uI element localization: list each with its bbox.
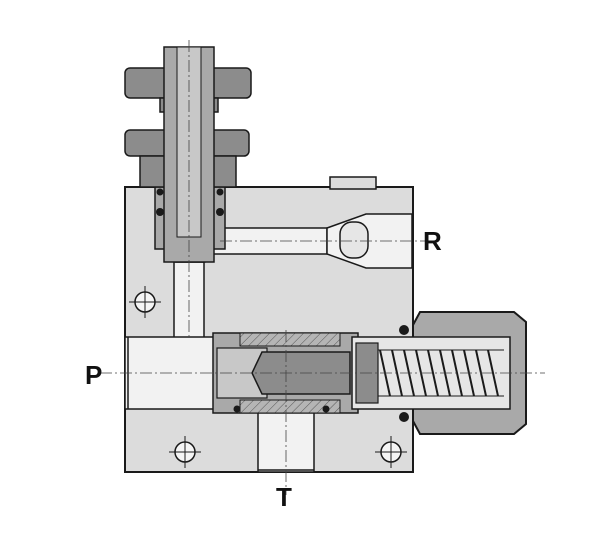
mounting-hole-bottom-left (169, 436, 201, 468)
port-label-r: R (423, 226, 442, 256)
r-port-slot (339, 221, 369, 259)
mounting-hole-bottom-right (375, 436, 407, 468)
o-ring-cartridge-top (233, 405, 241, 413)
stem-seal-upper-right (216, 188, 224, 196)
stem-seal-right (216, 208, 224, 216)
center-lines (100, 40, 545, 495)
port-label-t: T (276, 482, 292, 512)
port-label-p: P (85, 360, 103, 390)
stem-seal-left (156, 208, 164, 216)
o-ring-bottom (399, 412, 409, 422)
o-ring-top (399, 325, 409, 335)
top-boss (329, 176, 377, 190)
mounting-hole-left (129, 286, 161, 318)
stem-seal-upper-left (156, 188, 164, 196)
cartridge-hatch-top (239, 332, 341, 347)
o-ring-cartridge-bottom (322, 405, 330, 413)
cartridge-hatch-bottom (239, 399, 341, 414)
